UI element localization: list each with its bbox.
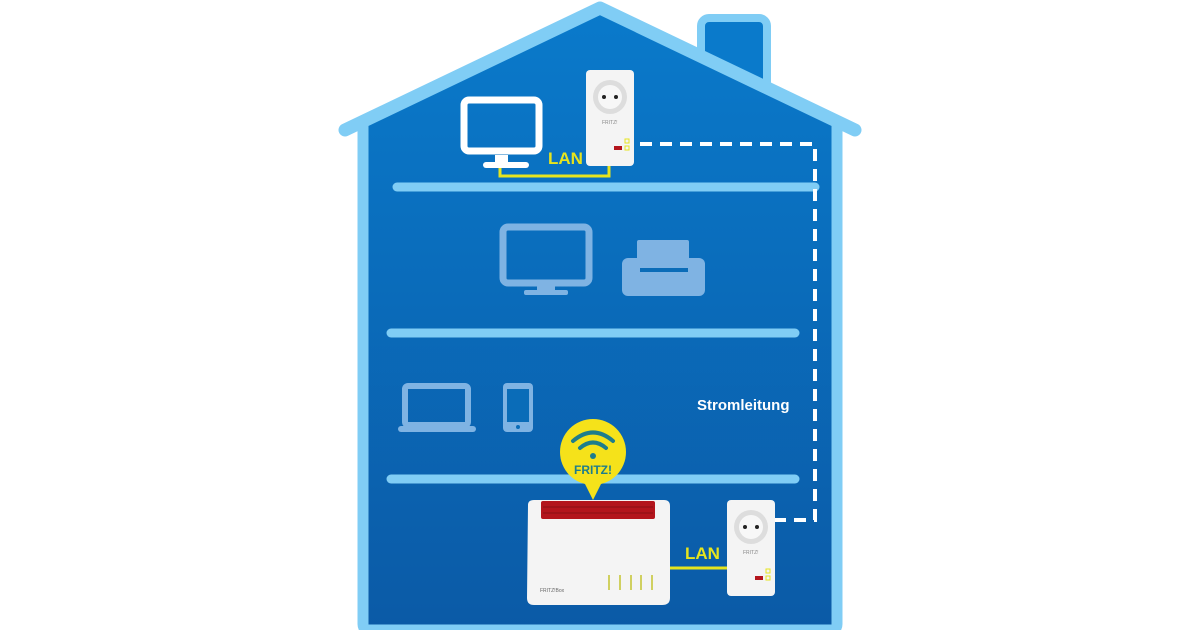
house (338, 1, 862, 630)
powerline-label: Stromleitung (697, 397, 790, 414)
powerline-adapter-top: FRITZ! (586, 70, 634, 166)
monitor-stand (495, 155, 508, 163)
adapter-brand-bottom: FRITZ! (743, 550, 759, 556)
printer-icon (622, 240, 705, 296)
wifi-icon (571, 430, 615, 450)
lan-label-top: LAN (548, 149, 583, 168)
lan-label-bottom: LAN (685, 544, 720, 563)
adapter-brand-top: FRITZ! (602, 120, 618, 126)
house-walls (357, 125, 843, 630)
powerline-dashed-connection (640, 142, 817, 522)
house-roof-outline (338, 1, 862, 137)
wifi-badge-label: FRITZ! (574, 463, 612, 477)
router-red-grille (541, 501, 655, 519)
lan-cable-top (498, 163, 611, 178)
powerline-adapter-bottom: FRITZ! (727, 500, 775, 596)
fritzbox-router: FRITZ!Box (527, 500, 670, 605)
middle-floor (499, 223, 705, 296)
ground-floor: FRITZ! FRITZ!Box LAN FRITZ! (527, 419, 775, 605)
router-leds (608, 575, 653, 590)
top-floor: LAN FRITZ! (460, 70, 634, 178)
router-brand: FRITZ!Box (540, 588, 565, 594)
laptop-icon (402, 383, 471, 428)
monitor-base (483, 162, 529, 168)
wifi-badge: FRITZ! (560, 419, 626, 500)
lower-floor: Stromleitung (398, 383, 790, 432)
tv-icon (499, 223, 593, 287)
monitor-icon (460, 96, 543, 155)
